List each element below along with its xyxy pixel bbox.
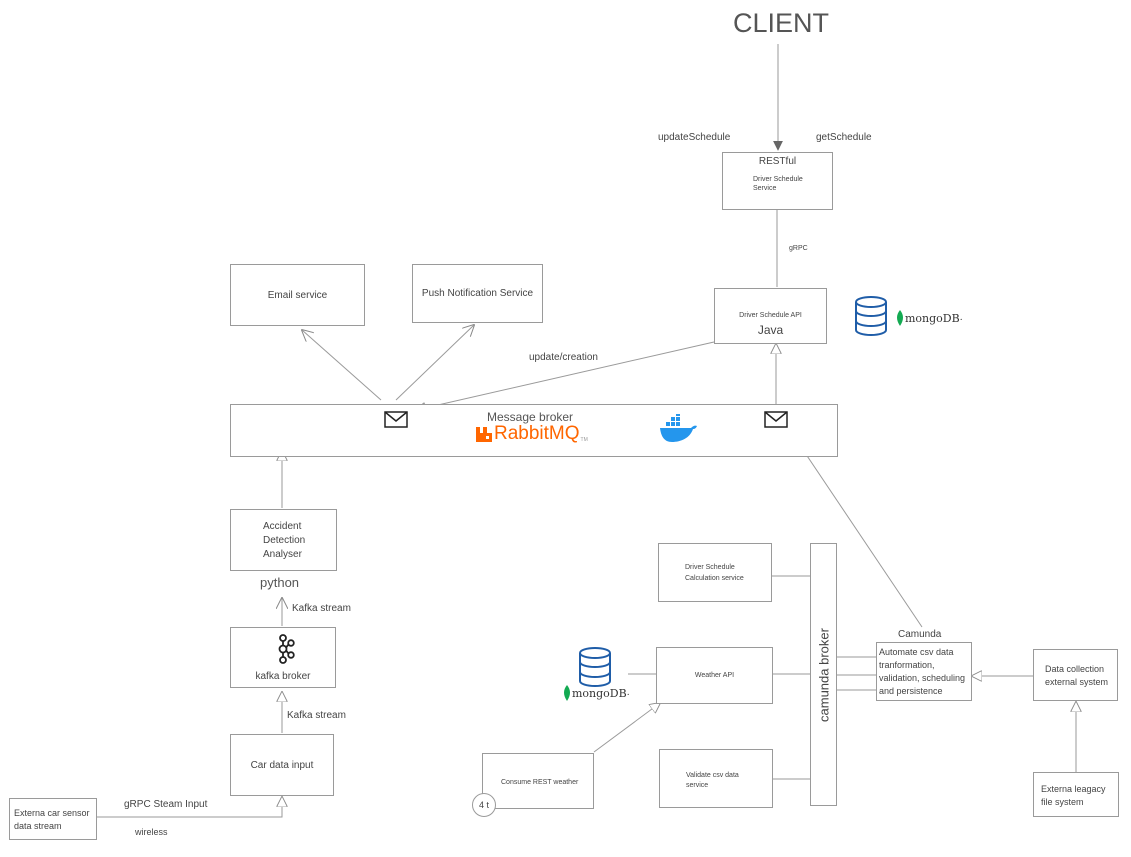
mongodb-label: mongoDB [572, 686, 627, 700]
consume-weather-label: Consume REST weather [501, 779, 579, 786]
email-service-label: Email service [267, 289, 328, 301]
calc-line1: Driver Schedule [685, 564, 735, 571]
car-data-input-box[interactable]: Car data input [230, 734, 334, 796]
accident-line3: Analyser [263, 549, 302, 560]
driver-api-lang: Java [757, 323, 784, 337]
rabbitmq-suffix: TM [580, 437, 588, 443]
mongodb-logo: mongoDB. [563, 685, 630, 701]
legacy-line2: file system [1041, 797, 1084, 807]
edge-sensor-car [97, 797, 282, 818]
accident-line1: Accident [263, 521, 302, 532]
message-broker-box[interactable]: Message broker RabbitMQ TM [230, 404, 838, 457]
data-collection-line2: external system [1045, 677, 1109, 687]
automate-line1: Automate csv data [879, 647, 954, 657]
restful-title: RESTful [758, 156, 797, 167]
restful-line2: Service [753, 185, 777, 192]
restful-service-box[interactable]: RESTful Driver Schedule Service [722, 152, 833, 210]
accident-detection-box[interactable]: Accident Detection Analyser [230, 509, 337, 571]
rabbitmq-label: RabbitMQ [494, 423, 580, 444]
consume-weather-badge: 4 t [472, 793, 496, 817]
legacy-file-system-box[interactable]: Externa leagacy file system [1033, 772, 1119, 817]
grpc-label: gRPC [789, 245, 808, 252]
accident-line2: Detection [263, 535, 306, 546]
external-sensor-box[interactable]: Externa car sensor data stream [9, 798, 97, 840]
edge-broker-push [395, 325, 474, 401]
email-service-box[interactable]: Email service [230, 264, 365, 326]
get-schedule-label: getSchedule [816, 132, 872, 143]
database-icon [579, 647, 611, 687]
edge-consume-weather [593, 703, 660, 753]
rabbitmq-icon [476, 427, 492, 442]
weather-api-box[interactable]: Weather API [656, 647, 773, 704]
update-creation-label: update/creation [529, 352, 598, 363]
automate-line3: validation, scheduling [879, 673, 966, 683]
validate-csv-box[interactable]: Validate csv data service [659, 749, 773, 808]
mongodb-suffix: . [626, 688, 630, 698]
consume-weather-badge-text: 4 t [478, 800, 489, 810]
envelope-icon-right [764, 411, 788, 428]
automate-line4: and persistence [879, 686, 943, 696]
legacy-line1: Externa leagacy [1041, 784, 1106, 794]
data-collection-box[interactable]: Data collection external system [1033, 649, 1118, 701]
mongodb-logo: mongoDB. [896, 310, 963, 326]
update-schedule-label: updateSchedule [658, 132, 731, 143]
database-icon [855, 296, 887, 336]
driver-api-title: Driver Schedule API [739, 312, 802, 319]
push-notification-box[interactable]: Push Notification Service [412, 264, 543, 323]
rabbitmq-logo: RabbitMQ TM [475, 424, 588, 443]
calculation-service-box[interactable]: Driver Schedule Calculation service [658, 543, 772, 602]
data-collection-line1: Data collection [1045, 664, 1105, 674]
car-data-input-label: Car data input [250, 759, 314, 771]
validate-line2: service [686, 782, 709, 789]
kafka-broker-label: kafka broker [255, 671, 311, 682]
mongodb-label: mongoDB [905, 311, 960, 325]
edge-broker-email [302, 330, 382, 401]
sensor-line2: data stream [14, 821, 62, 831]
kafka-stream-bottom-label: Kafka stream [287, 710, 346, 721]
driver-schedule-api-box[interactable]: Driver Schedule API Java [714, 288, 827, 344]
weather-api-label: Weather API [694, 671, 735, 679]
kafka-stream-top-label: Kafka stream [292, 603, 351, 614]
kafka-icon [278, 634, 295, 664]
mongodb-leaf-icon [564, 685, 570, 701]
mongodb-leaf-icon [897, 310, 903, 326]
wireless-label: wireless [135, 827, 168, 837]
edge-driverapi-broker [416, 341, 715, 410]
camunda-broker-box[interactable]: camunda broker [810, 543, 837, 806]
automate-line2: tranformation, [879, 660, 935, 670]
kafka-broker-box[interactable]: kafka broker [230, 627, 336, 688]
camunda-broker-label: camunda broker [816, 627, 831, 722]
calc-line2: Calculation service [685, 575, 744, 582]
docker-icon [660, 414, 697, 442]
client-label: CLIENT [733, 8, 830, 38]
sensor-line1: Externa car sensor [14, 808, 90, 818]
restful-line1: Driver Schedule [753, 176, 803, 183]
camunda-label: Camunda [898, 629, 942, 640]
envelope-icon-left [384, 411, 408, 428]
message-broker-title: Message broker [487, 410, 574, 424]
automate-csv-box[interactable]: Automate csv data tranformation, validat… [876, 642, 972, 701]
edge-automate-broker [787, 426, 923, 628]
validate-line1: Validate csv data [686, 772, 739, 779]
consume-weather-box[interactable]: Consume REST weather [482, 753, 594, 809]
grpc-steam-input-label: gRPC Steam Input [124, 799, 208, 810]
push-notification-label: Push Notification Service [421, 288, 534, 299]
mongodb-suffix: . [959, 313, 963, 323]
python-label: python [260, 575, 300, 590]
